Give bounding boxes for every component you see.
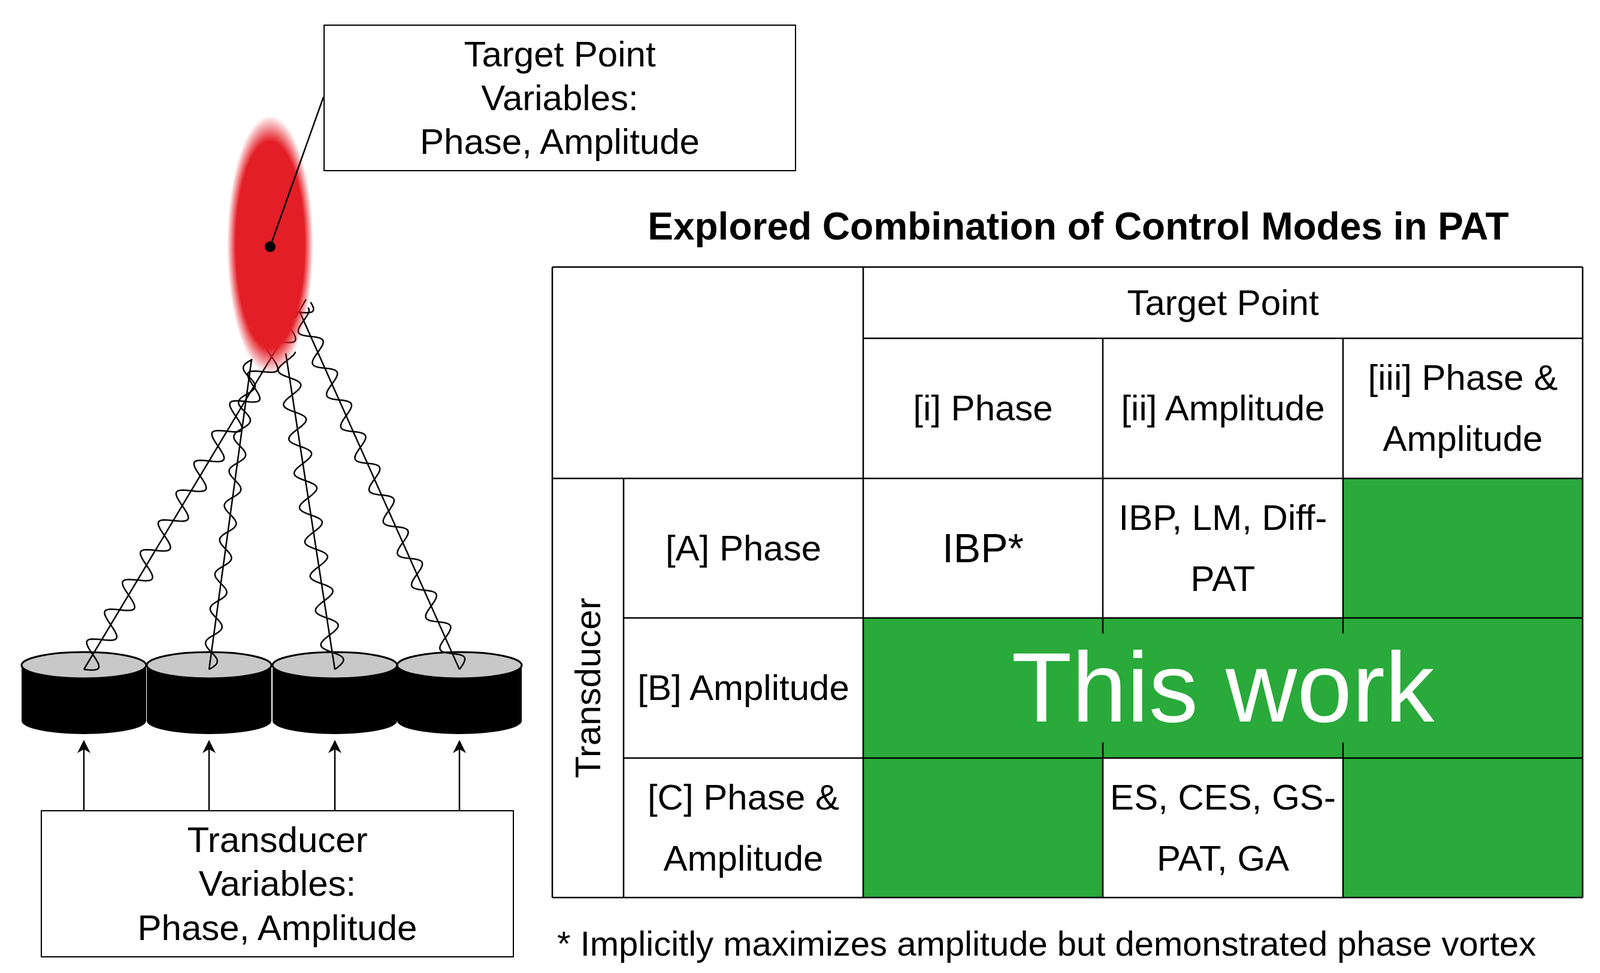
comparison-table [552, 267, 1583, 898]
grid-line [552, 897, 1583, 900]
transducer-array [21, 652, 522, 735]
grid-line [862, 267, 865, 898]
input-arrow [334, 741, 337, 813]
grid-line [552, 266, 1583, 269]
wave-axis [209, 359, 252, 670]
footnote-box: * Implicitly maximizes amplitude but dem… [557, 921, 1595, 967]
title-box: Explored Combination of Control Modes in… [575, 201, 1582, 252]
callout-text: Phase, Amplitude [419, 119, 700, 164]
table-cell-box: IBP* [863, 478, 1103, 619]
grid-line [863, 337, 1583, 340]
column-header-box: [i] Phase [863, 338, 1103, 479]
title: Explored Combination of Control Modes in… [647, 203, 1509, 250]
row-header-box: [A] Phase [623, 478, 864, 619]
green-cell [1343, 758, 1583, 898]
green-cell [1343, 478, 1583, 619]
column-header: [i] Phase [912, 377, 1053, 440]
transducer [21, 652, 147, 735]
column-header-box: [iii] Phase & Amplitude [1343, 338, 1583, 479]
wave [298, 307, 465, 670]
column-header: [iii] Phase & Amplitude [1350, 347, 1576, 470]
row-group-header: Transducer [566, 597, 610, 779]
input-arrow [83, 741, 86, 813]
table-cell-box: ES, CES, GS-PAT, GA [1102, 758, 1344, 898]
row-header: [B] Amplitude [637, 657, 850, 719]
column-header-box: [ii] Amplitude [1102, 338, 1344, 479]
grid-line [551, 267, 554, 898]
input-arrow [208, 741, 211, 813]
input-arrows [83, 741, 460, 813]
transducer [272, 652, 398, 735]
footnote: * Implicitly maximizes amplitude but dem… [557, 923, 1536, 966]
highlight-label: This work [1004, 633, 1442, 743]
table-grid [552, 267, 1583, 898]
input-arrow [458, 741, 461, 813]
green-cell [863, 758, 1103, 898]
callout-text: Transducer Variables: [127, 818, 428, 906]
grid-line [1102, 338, 1105, 898]
row-header: [C] Phase & Amplitude [630, 767, 857, 890]
grid-line [552, 478, 1583, 480]
wave-axis [285, 353, 335, 670]
wave-axis [299, 311, 460, 670]
column-group-header-box: Target Point [863, 267, 1583, 339]
row-header-box: [C] Phase & Amplitude [623, 758, 864, 898]
callout-text: Phase, Amplitude [137, 906, 418, 951]
callout-box: Target Point Variables:Phase, Amplitude [323, 24, 797, 172]
grid-line [622, 478, 625, 898]
row-header-box: [B] Amplitude [623, 618, 864, 759]
leader-line [270, 97, 324, 247]
highlight-label-box: This work [863, 618, 1583, 759]
green-cell [863, 618, 1583, 759]
table-cell-box: IBP, LM, Diff-PAT [1102, 478, 1344, 619]
grid-line [1342, 338, 1345, 898]
wave [205, 359, 256, 670]
table-cell: IBP, LM, Diff-PAT [1109, 487, 1336, 610]
column-header: [ii] Amplitude [1120, 377, 1325, 440]
row-header: [A] Phase [665, 518, 822, 580]
callout-box: Transducer Variables:Phase, Amplitude [40, 810, 514, 958]
callout-text: Target Point Variables: [410, 32, 710, 120]
table-cell: ES, CES, GS-PAT, GA [1109, 767, 1336, 890]
transducer [397, 652, 522, 735]
table-cell: IBP* [942, 513, 1024, 584]
grid-line [1582, 267, 1584, 898]
row-group-header-box: Transducer [552, 478, 624, 898]
column-group-header: Target Point [1126, 272, 1319, 334]
